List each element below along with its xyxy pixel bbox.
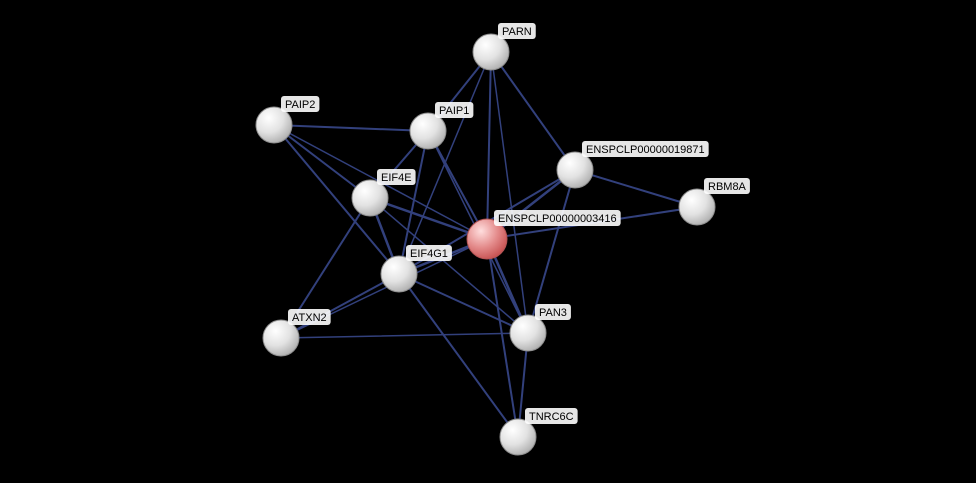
node-label-bg-PAN3 (535, 304, 571, 320)
network-edge-ENSPCLP00000019871-RBM8A (574, 169, 698, 208)
network-node-PAN3[interactable] (509, 314, 547, 352)
network-edge-ATXN2-PAN3 (280, 332, 529, 339)
node-label-text-ENSPCLP00000019871: ENSPCLP00000019871 (586, 144, 705, 156)
node-label-PARN: PARN (498, 23, 536, 39)
node-label-PAN3: PAN3 (535, 304, 571, 320)
node-label-bg-EIF4G1 (406, 245, 452, 261)
node-label-PAIP1: PAIP1 (435, 102, 474, 118)
network-edge-EIF4E-ENSPCLP00000003416 (368, 196, 489, 241)
node-label-text-PAIP2: PAIP2 (285, 99, 315, 111)
network-edge-PAIP1-EIF4G1 (398, 130, 429, 275)
network-node-PAIP2[interactable] (255, 106, 293, 144)
node-label-text-ENSPCLP00000003416: ENSPCLP00000003416 (498, 213, 617, 225)
network-edge-EIF4G1-TNRC6C (398, 273, 519, 438)
node-label-RBM8A: RBM8A (704, 178, 750, 194)
network-node-ATXN2[interactable] (262, 319, 300, 357)
node-label-EIF4G1: EIF4G1 (406, 245, 452, 261)
node-label-bg-PAIP2 (281, 96, 320, 112)
node-label-bg-TNRC6C (525, 408, 578, 424)
node-label-text-PAIP1: PAIP1 (439, 105, 469, 117)
network-node-RBM8A[interactable] (678, 188, 716, 226)
node-layer (255, 33, 716, 456)
network-edge-PAIP2-EIF4G1 (273, 124, 400, 275)
network-edge-ENSPCLP00000003416-TNRC6C (486, 238, 519, 438)
network-node-TNRC6C[interactable] (499, 418, 537, 456)
node-label-bg-PAIP1 (435, 102, 474, 118)
network-edge-EIF4G1-PAN3 (398, 273, 529, 334)
node-label-ENSPCLP00000019871: ENSPCLP00000019871 (582, 141, 709, 157)
node-label-ENSPCLP00000003416: ENSPCLP00000003416 (494, 210, 621, 226)
network-edge-EIF4G1-ATXN2 (280, 273, 400, 339)
node-label-bg-PARN (498, 23, 536, 39)
node-label-bg-ENSPCLP00000003416 (494, 210, 621, 226)
network-node-ENSPCLP00000019871[interactable] (556, 151, 594, 189)
network-edge-PARN-ENSPCLP00000003416 (486, 51, 492, 240)
node-label-bg-ATXN2 (288, 309, 331, 325)
node-label-text-EIF4E: EIF4E (381, 172, 412, 184)
network-edge-PARN-PAN3 (490, 51, 529, 334)
node-label-EIF4E: EIF4E (377, 169, 416, 185)
node-label-text-TNRC6C: TNRC6C (529, 411, 574, 423)
node-label-text-ATXN2: ATXN2 (292, 312, 327, 324)
node-label-bg-RBM8A (704, 178, 750, 194)
network-edge-PAIP2-EIF4E (273, 124, 371, 199)
network-node-ENSPCLP00000003416[interactable] (466, 218, 508, 260)
node-label-text-EIF4G1: EIF4G1 (410, 248, 448, 260)
network-edge-PAIP2-PAIP1 (273, 124, 429, 132)
node-label-TNRC6C: TNRC6C (525, 408, 578, 424)
network-edge-EIF4E-PAN3 (369, 197, 529, 334)
network-node-EIF4G1[interactable] (380, 255, 418, 293)
node-label-text-PARN: PARN (502, 26, 532, 38)
node-label-bg-ENSPCLP00000019871 (582, 141, 709, 157)
node-label-text-PAN3: PAN3 (539, 307, 567, 319)
network-node-PAIP1[interactable] (409, 112, 447, 150)
network-edge-PAIP1-ENSPCLP00000003416 (427, 130, 488, 240)
node-label-PAIP2: PAIP2 (281, 96, 320, 112)
node-label-text-RBM8A: RBM8A (708, 181, 747, 193)
node-label-bg-EIF4E (377, 169, 416, 185)
network-node-PARN[interactable] (472, 33, 510, 71)
node-label-ATXN2: ATXN2 (288, 309, 331, 325)
network-node-EIF4E[interactable] (351, 179, 389, 217)
network-edge-PARN-ENSPCLP00000019871 (490, 51, 576, 171)
